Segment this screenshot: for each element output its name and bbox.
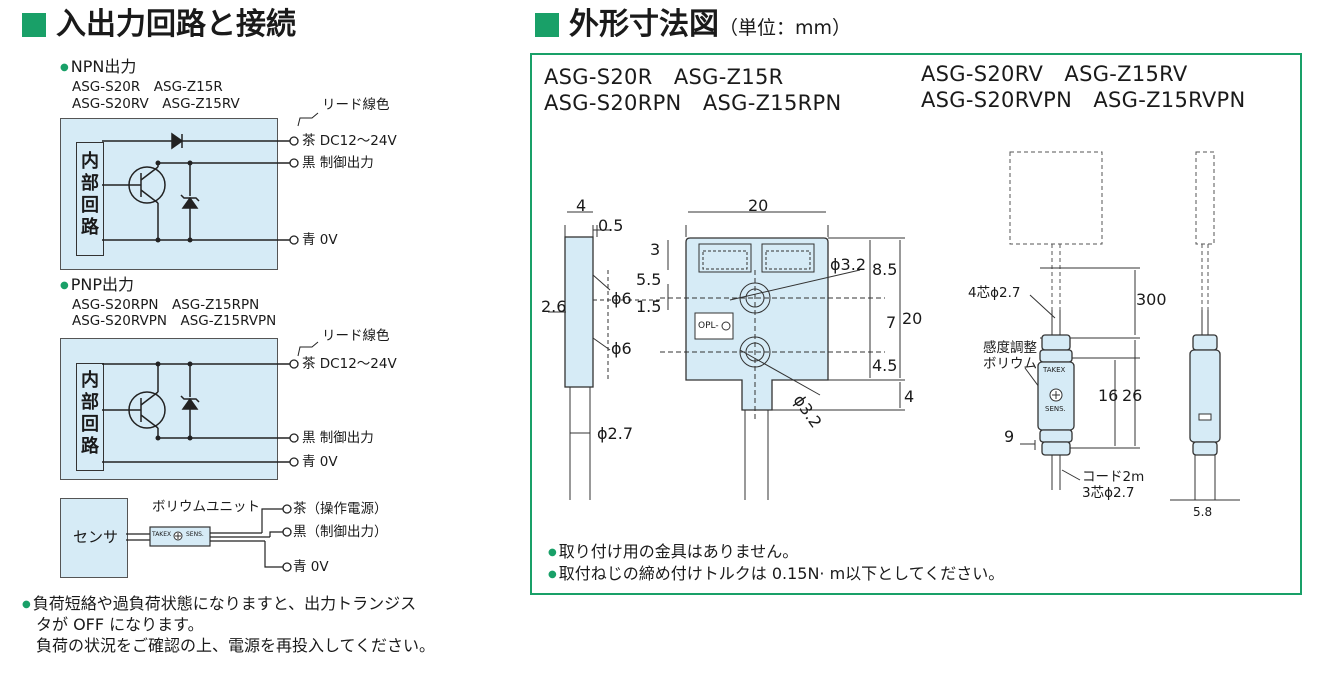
models-right-1: ASG-S20RV ASG-Z15RV <box>921 62 1188 86</box>
dim-1-5: 1.5 <box>636 297 662 316</box>
section-title-io: 入出力回路と接続 <box>56 7 296 42</box>
npn-lead-label: リード線色 <box>322 97 390 113</box>
left-note-2: タが OFF になります。 <box>36 615 204 634</box>
pnp-wire-black: 黒 制御出力 <box>302 430 374 446</box>
dim-phi6-b: ϕ6 <box>611 339 632 358</box>
dim-phi2-7: ϕ2.7 <box>597 424 633 443</box>
volume-unit-wiring <box>126 504 292 572</box>
volume-wire-black: 黒（制御出力） <box>293 524 388 540</box>
npn-inner-circuit-label: 内 部 回 路 <box>81 151 99 238</box>
volume-unit-text-1: TAKEX <box>152 531 172 538</box>
dim-16: 16 <box>1098 386 1119 405</box>
right-note-2: 取付ねじの締め付けトルクは 0.15N· m以下としてください。 <box>548 563 1004 587</box>
takex-label: TAKEX <box>1043 366 1066 374</box>
cord-label-2: 3芯ϕ2.7 <box>1082 485 1135 501</box>
left-note-1: 負荷短絡や過負荷状態になりますと、出力トランジス <box>22 593 416 617</box>
volume-wire-blue: 青 0V <box>293 559 329 575</box>
dim-300: 300 <box>1136 290 1167 309</box>
section-marker <box>22 13 46 37</box>
sensor-box <box>60 498 128 578</box>
models-right-2: ASG-S20RVPN ASG-Z15RVPN <box>921 88 1246 112</box>
sensor-label: センサ <box>73 528 119 546</box>
npn-models-1: ASG-S20R ASG-Z15R <box>72 79 223 95</box>
pnp-heading: PNP出力 <box>60 275 134 297</box>
cable-core-label: 4芯ϕ2.7 <box>968 285 1021 301</box>
dim-4-5: 4.5 <box>872 356 898 375</box>
npn-models-2: ASG-S20RV ASG-Z15RV <box>72 96 240 112</box>
dim-4-b: 4 <box>904 387 915 406</box>
pnp-models-2: ASG-S20RVPN ASG-Z15RVPN <box>72 313 277 329</box>
right-note-1: 取り付け用の金具はありません。 <box>548 541 799 565</box>
cord-label-1: コード2m <box>1082 469 1145 485</box>
dim-20-v: 20 <box>902 309 923 328</box>
sens-label: SENS. <box>1045 405 1066 413</box>
pnp-wire-blue: 青 0V <box>302 454 338 470</box>
dim-7: 7 <box>886 313 897 332</box>
section-title-dimensions: 外形寸法図（単位：mm） <box>569 7 852 42</box>
dim-8-5: 8.5 <box>872 260 898 279</box>
npn-wire-black: 黒 制御出力 <box>302 155 374 171</box>
npn-inner-circuit-box <box>76 142 104 256</box>
volume-label-2: ボリウム <box>983 356 1037 372</box>
left-note-3: 負荷の状況をご確認の上、電源を再投入してください。 <box>36 636 436 655</box>
dim-0-5: 0.5 <box>598 216 624 235</box>
pnp-inner-circuit-label: 内 部 回 路 <box>81 370 99 457</box>
npn-wire-blue: 青 0V <box>302 232 338 248</box>
dim-26: 26 <box>1122 386 1143 405</box>
dimension-drawing-box <box>530 53 1302 595</box>
volume-unit-text-2: SENS. <box>186 531 204 538</box>
section-marker <box>535 13 559 37</box>
dim-4: 4 <box>576 196 587 215</box>
pnp-circuit-diagram <box>102 341 319 467</box>
side-view <box>564 236 594 388</box>
dim-20: 20 <box>748 196 769 215</box>
volume-wire-brown: 茶（操作電源） <box>293 501 388 517</box>
npn-circuit-diagram <box>102 112 319 245</box>
dim-phi6-a: ϕ6 <box>611 289 632 308</box>
volume-unit-label: ボリウムユニット <box>152 499 260 515</box>
opl-label: OPL- <box>698 321 719 331</box>
pnp-inner-circuit-box <box>76 363 104 471</box>
models-left-2: ASG-S20RPN ASG-Z15RPN <box>544 91 842 115</box>
pnp-lead-label: リード線色 <box>322 328 390 344</box>
dim-5-5: 5.5 <box>636 270 662 289</box>
pnp-models-1: ASG-S20RPN ASG-Z15RPN <box>72 297 260 313</box>
npn-heading: NPN出力 <box>60 57 137 79</box>
dim-9: 9 <box>1004 427 1015 446</box>
volume-label-1: 感度調整 <box>983 340 1037 356</box>
dim-phi3-2-a: ϕ3.2 <box>830 255 866 274</box>
models-left-1: ASG-S20R ASG-Z15R <box>544 65 784 89</box>
pnp-wire-brown: 茶 DC12～24V <box>302 356 397 372</box>
dim-5-8: 5.8 <box>1193 505 1213 519</box>
dim-3: 3 <box>650 240 661 259</box>
npn-wire-brown: 茶 DC12～24V <box>302 133 397 149</box>
dim-2-6: 2.6 <box>541 297 567 316</box>
